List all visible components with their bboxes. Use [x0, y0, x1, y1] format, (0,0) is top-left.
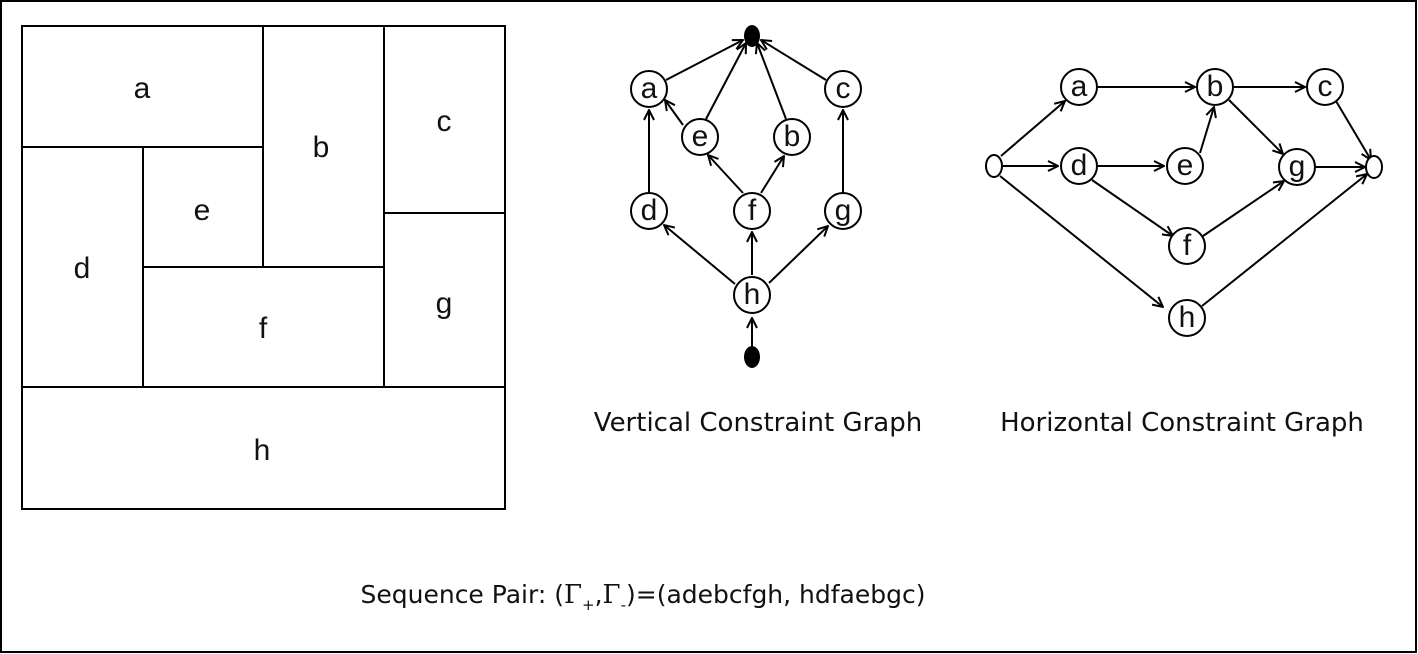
- block-f-label: f: [259, 312, 268, 345]
- v-edge-c-top: [761, 40, 827, 81]
- h-edge-h-sink: [1201, 174, 1367, 307]
- block-b-label: b: [313, 131, 330, 164]
- v-top-terminal: [744, 25, 760, 47]
- h-node-c: [1306, 68, 1344, 106]
- h-node-g: [1278, 148, 1316, 186]
- block-g-label: g: [436, 287, 453, 320]
- v-node-d-label: d: [641, 194, 658, 227]
- gamma-minus-symbol: Γ: [603, 580, 621, 610]
- v-node-b: [773, 118, 811, 156]
- block-f: [142, 266, 385, 388]
- block-h: [21, 386, 506, 510]
- vertical-constraint-graph: a e b c d f g h Vertical Constraint Grap…: [594, 25, 922, 438]
- v-node-f: [733, 192, 771, 230]
- h-edge-d-f: [1091, 179, 1173, 236]
- h-node-c-label: c: [1318, 70, 1333, 103]
- h-edge-e-b: [1199, 107, 1214, 154]
- v-edge-f-e: [708, 155, 744, 194]
- block-c-label: c: [437, 105, 452, 138]
- block-g: [383, 212, 506, 388]
- v-node-b-label: b: [784, 120, 801, 153]
- v-edge-e-top: [705, 43, 746, 120]
- h-edge-source-a: [1000, 101, 1065, 157]
- block-e-label: e: [194, 194, 211, 227]
- h-edge-f-g: [1202, 181, 1284, 237]
- vertical-graph-caption: Vertical Constraint Graph: [594, 408, 922, 438]
- h-node-g-label: g: [1289, 150, 1306, 183]
- v-node-c: [824, 70, 862, 108]
- h-node-d-label: d: [1071, 149, 1088, 182]
- v-node-d: [630, 192, 668, 230]
- h-sink-terminal: [1365, 155, 1383, 179]
- v-node-f-label: f: [748, 194, 757, 227]
- v-node-a-label: a: [641, 72, 658, 105]
- v-edge-e-a: [665, 100, 684, 126]
- h-node-h-label: h: [1179, 301, 1196, 334]
- floorplan: a b c d e f g h: [21, 25, 506, 510]
- v-edge-h-g: [768, 226, 828, 284]
- v-node-h: [733, 276, 771, 314]
- horizontal-graph-caption: Horizontal Constraint Graph: [1000, 408, 1364, 438]
- h-node-e-label: e: [1177, 149, 1194, 182]
- h-source-terminal: [985, 154, 1003, 178]
- h-node-h: [1168, 299, 1206, 337]
- sequence-pair-suffix: )=(adebcfgh, hdfaebgc): [626, 580, 926, 609]
- v-node-c-label: c: [836, 72, 851, 105]
- h-node-e: [1166, 147, 1204, 185]
- h-node-b-label: b: [1207, 70, 1224, 103]
- sequence-pair-prefix: Sequence Pair: (: [361, 580, 564, 609]
- v-edge-a-top: [665, 40, 743, 81]
- v-edge-b-top: [757, 43, 787, 120]
- v-node-h-label: h: [744, 278, 761, 311]
- v-node-g-label: g: [835, 194, 852, 227]
- v-node-g: [824, 192, 862, 230]
- h-node-a-label: a: [1071, 70, 1088, 103]
- gamma-plus-symbol: Γ: [564, 580, 582, 610]
- minus-subscript: -: [621, 596, 626, 614]
- block-a: [21, 25, 264, 148]
- plus-subscript: +: [582, 596, 595, 614]
- v-bottom-terminal: [744, 346, 760, 368]
- h-node-b: [1196, 68, 1234, 106]
- h-node-f: [1168, 227, 1206, 265]
- block-e: [142, 146, 264, 268]
- v-node-e: [681, 118, 719, 156]
- h-edge-c-sink: [1335, 100, 1371, 160]
- block-a-label: a: [134, 72, 151, 105]
- block-d-label: d: [74, 252, 91, 285]
- h-edge-source-h: [999, 175, 1163, 307]
- sequence-pair-caption: Sequence Pair: (Γ+,Γ-)=(adebcfgh, hdfaeb…: [361, 580, 926, 614]
- horizontal-constraint-graph: a b c d e g f h Horizontal Constraint Gr…: [985, 68, 1383, 438]
- h-node-f-label: f: [1183, 229, 1192, 262]
- v-node-e-label: e: [692, 120, 709, 153]
- h-node-a: [1060, 68, 1098, 106]
- h-edge-b-g: [1228, 99, 1283, 154]
- v-edge-h-d: [664, 225, 736, 285]
- sequence-pair-comma: ,: [595, 580, 603, 609]
- block-h-label: h: [254, 434, 271, 467]
- h-node-d: [1060, 147, 1098, 185]
- v-node-a: [630, 70, 668, 108]
- v-edge-f-b: [760, 156, 784, 194]
- block-c: [383, 25, 506, 214]
